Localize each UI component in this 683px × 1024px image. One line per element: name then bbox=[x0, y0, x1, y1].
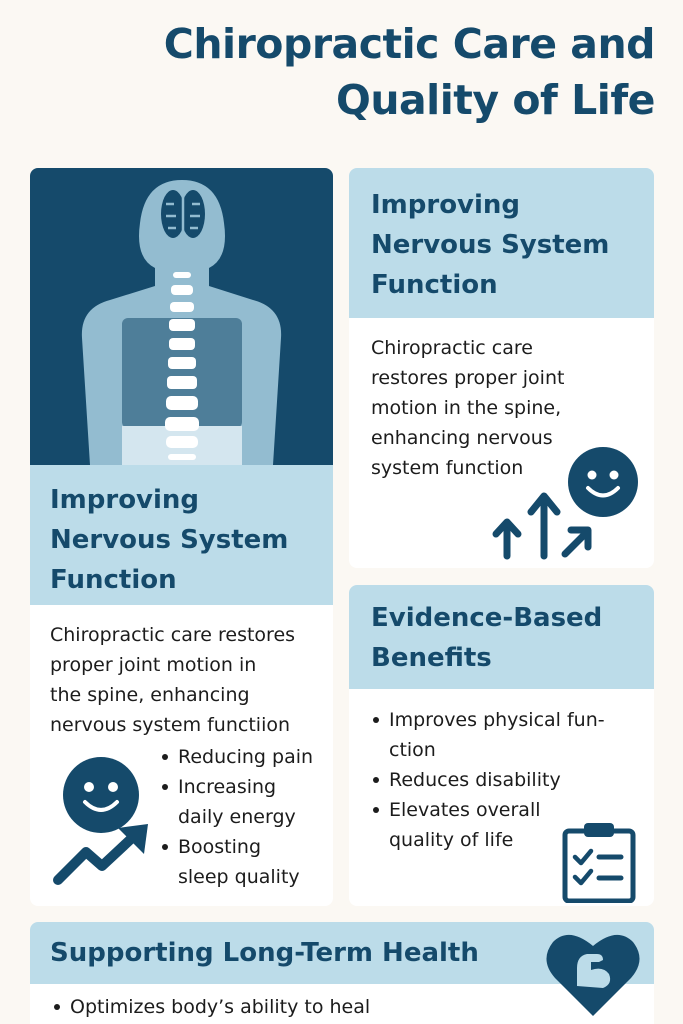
heading-line: Improving bbox=[50, 485, 200, 515]
long-term-bullets: Optimizes body’s ability to heal bbox=[52, 992, 654, 1022]
trend-up-arrow-icon bbox=[53, 824, 148, 885]
card-left-lower: Reducing pain Increasing daily energy Bo… bbox=[30, 740, 333, 906]
clipboard-checklist-icon bbox=[562, 823, 636, 903]
description-line: proper joint motion in bbox=[50, 654, 257, 676]
card-left-description: Chiropractic care restores proper joint … bbox=[30, 605, 333, 740]
bullet-line: ction bbox=[389, 739, 436, 761]
heading-line: Improving bbox=[371, 190, 521, 220]
description-line: nervous system functiion bbox=[50, 714, 291, 736]
card-left-heading: Improving Nervous System Function bbox=[30, 465, 333, 605]
heading-line: Function bbox=[371, 270, 498, 300]
card-left-body: Chiropractic care restores proper joint … bbox=[30, 605, 333, 906]
description-line: Chiropractic care restores bbox=[50, 624, 296, 646]
heading-line: Nervous System bbox=[50, 525, 289, 555]
spine-illustration-icon bbox=[81, 180, 282, 465]
card-right-top-description: Chiropractic care restores proper joint … bbox=[349, 318, 654, 483]
heading-line: Function bbox=[50, 565, 177, 595]
heading-line: Nervous System bbox=[371, 230, 610, 260]
bullet-line: Elevates overall bbox=[389, 799, 541, 821]
bullet-line: Improves physical fun- bbox=[389, 709, 605, 731]
bullet-line: sleep quality bbox=[178, 866, 300, 888]
bullet-line: quality of life bbox=[389, 829, 514, 851]
up-arrows-icon bbox=[492, 492, 592, 560]
list-item: Optimizes body’s ability to heal bbox=[52, 992, 654, 1022]
description-line: restores proper joint bbox=[371, 367, 565, 389]
page-title-line-2: Quality of Life bbox=[335, 76, 656, 124]
evidence-bullets: Improves physical fun- ction Reduces dis… bbox=[371, 705, 644, 855]
card-left-bullets: Reducing pain Increasing daily energy Bo… bbox=[160, 742, 330, 892]
card-right-mid-body: Improves physical fun- ction Reduces dis… bbox=[349, 689, 654, 855]
smiley-face-icon bbox=[63, 757, 139, 833]
nervous-system-card-right: Improving Nervous System Function Chirop… bbox=[349, 168, 654, 568]
card-bottom-heading: Supporting Long-Term Health bbox=[30, 922, 654, 984]
page-title-line-1: Chiropractic Care and bbox=[163, 20, 656, 68]
evidence-based-benefits-card: Evidence-Based Benefits Improves physica… bbox=[349, 585, 654, 906]
bullet-line: Reduces disability bbox=[389, 769, 561, 791]
description-line: enhancing nervous bbox=[371, 427, 553, 449]
list-item: Reducing pain bbox=[160, 742, 330, 772]
description-line: motion in the spine, bbox=[371, 397, 562, 419]
heading-line: Evidence-Based bbox=[371, 603, 603, 633]
list-item: Increasing daily energy bbox=[160, 772, 330, 832]
nervous-system-card-left: Improving Nervous System Function Chirop… bbox=[30, 168, 333, 906]
list-item: Improves physical fun- ction bbox=[371, 705, 644, 765]
heading-line: Benefits bbox=[371, 643, 492, 673]
description-line: Chiropractic care bbox=[371, 337, 533, 359]
list-item: Boosting sleep quality bbox=[160, 832, 330, 892]
list-item: Elevates overall quality of life bbox=[371, 795, 644, 855]
bullet-line: daily energy bbox=[178, 806, 296, 828]
page-title: Chiropractic Care and Quality of Life bbox=[15, 16, 656, 128]
smiley-face-icon bbox=[568, 447, 638, 517]
bullet-line: Boosting bbox=[178, 836, 262, 858]
card-bottom-body: Optimizes body’s ability to heal bbox=[30, 984, 654, 1022]
spine-illustration bbox=[30, 168, 333, 465]
bullet-line: Reducing pain bbox=[178, 746, 314, 768]
description-line: the spine, enhancing bbox=[50, 684, 250, 706]
card-right-mid-heading: Evidence-Based Benefits bbox=[349, 585, 654, 689]
list-item: Reduces disability bbox=[371, 765, 644, 795]
long-term-health-card: Supporting Long-Term Health Optimizes bo… bbox=[30, 922, 654, 1024]
description-line: system function bbox=[371, 457, 524, 479]
heart-muscle-icon bbox=[546, 934, 640, 1016]
bullet-line: Increasing bbox=[178, 776, 277, 798]
card-right-top-heading: Improving Nervous System Function bbox=[349, 168, 654, 318]
